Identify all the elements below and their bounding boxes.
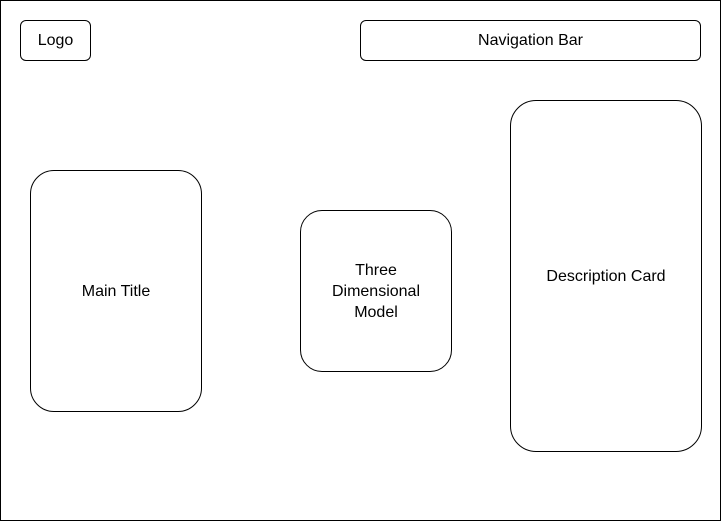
description-card[interactable]: Description Card [510,100,702,452]
three-dimensional-model-card[interactable]: Three Dimensional Model [300,210,452,372]
navigation-bar[interactable]: Navigation Bar [360,20,701,61]
logo-box[interactable]: Logo [20,20,91,61]
main-title-label: Main Title [81,282,151,300]
three-dimensional-model-label: Three Dimensional Model [331,261,421,321]
main-title-card[interactable]: Main Title [30,170,202,412]
logo-label: Logo [37,32,74,49]
description-card-label: Description Card [546,267,666,285]
navigation-bar-label: Navigation Bar [478,32,583,49]
